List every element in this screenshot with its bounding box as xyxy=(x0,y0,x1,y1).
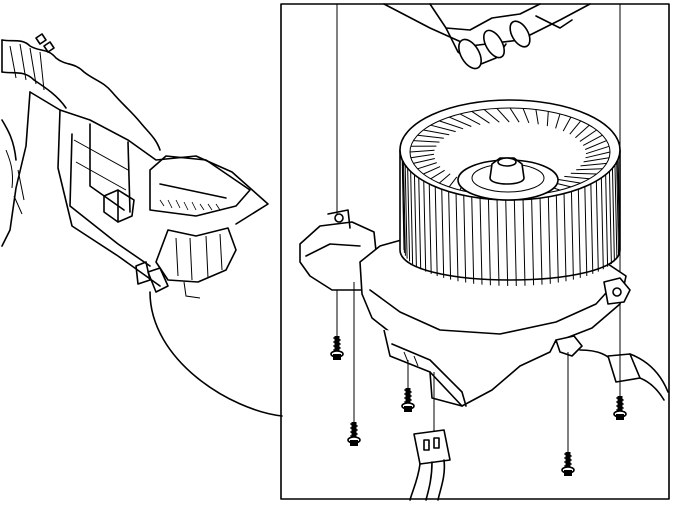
fan-blade xyxy=(402,157,406,256)
fan-blade xyxy=(423,178,427,272)
inner-fan-vane xyxy=(409,149,435,153)
inner-fan-vane xyxy=(582,134,603,146)
fan-blade xyxy=(614,161,618,259)
harness-plug xyxy=(607,353,641,383)
inner-fan-vane xyxy=(459,113,481,126)
fan-blade xyxy=(555,193,559,283)
flange-hole-left xyxy=(334,213,344,223)
fan-blade xyxy=(407,165,411,262)
inner-fan-vane xyxy=(417,162,437,170)
inner-fan-vane xyxy=(423,166,441,175)
wiring-harness xyxy=(579,349,669,401)
inner-fan-vane xyxy=(522,108,530,124)
flange-hole-right xyxy=(612,287,622,297)
fan-blade xyxy=(513,197,517,287)
mounting-screw xyxy=(401,360,415,412)
inner-fan-vane xyxy=(430,169,445,180)
fan-blade xyxy=(418,175,422,270)
fan-blade xyxy=(570,189,574,280)
electrical-connector xyxy=(409,372,451,501)
fan-blade xyxy=(487,196,491,286)
mounting-screws xyxy=(330,282,627,476)
inner-fan-vane xyxy=(556,178,581,184)
connector-tab xyxy=(555,335,583,357)
mounting-screw xyxy=(347,282,361,446)
inner-fan-vane xyxy=(483,109,500,123)
fan-blade xyxy=(611,165,615,262)
fan-blade xyxy=(531,196,535,286)
inner-fan-vane xyxy=(448,116,472,127)
fan-blade xyxy=(563,191,567,282)
fan-blade xyxy=(616,157,620,256)
inner-fan-vane xyxy=(579,129,597,142)
blower-fan-wheel xyxy=(399,99,621,287)
inner-fan-vane xyxy=(417,134,444,139)
fan-blade xyxy=(455,191,459,282)
fan-blade xyxy=(404,161,408,259)
inner-fan-vane xyxy=(471,110,490,124)
inner-fan-vane xyxy=(575,124,590,139)
fan-blade xyxy=(584,184,588,277)
upper-housing-fragment xyxy=(383,3,591,70)
detail-frame xyxy=(280,3,670,500)
fan-blade xyxy=(595,178,599,272)
inner-fan-vane xyxy=(576,168,603,171)
inner-fan-vane xyxy=(430,124,456,133)
inner-fan-vane xyxy=(555,113,561,129)
inner-fan-vane xyxy=(410,153,435,159)
fan-blade xyxy=(401,153,405,253)
inner-fan-vane xyxy=(509,107,520,123)
inner-fan-vane xyxy=(535,109,539,125)
callout-leader xyxy=(149,291,283,417)
mounting-screw xyxy=(330,290,344,360)
inner-fan-vane xyxy=(546,111,549,127)
fan-blade xyxy=(605,172,609,267)
inner-fan-vane xyxy=(564,175,590,180)
inner-fan-vane xyxy=(413,158,435,164)
inner-fan-vane xyxy=(423,129,450,136)
inner-fan-vane xyxy=(585,140,607,150)
fan-blade xyxy=(463,193,467,283)
fan-blade xyxy=(479,196,483,285)
inner-fan-vane xyxy=(583,157,610,163)
blower-motor-assembly xyxy=(299,99,631,407)
fan-blade xyxy=(434,184,438,277)
mounting-screw xyxy=(613,302,627,420)
fan-blade xyxy=(428,181,432,274)
inner-fan-vane xyxy=(439,120,464,130)
inner-fan-vane xyxy=(496,108,510,123)
fan-blade xyxy=(505,197,509,287)
fan-blade xyxy=(471,194,475,284)
inner-fan-vane xyxy=(413,140,440,143)
fan-blade xyxy=(410,168,414,265)
fan-blade xyxy=(496,197,500,286)
fan-blade xyxy=(547,194,551,284)
motor-housing xyxy=(383,329,557,407)
inner-fan-vane xyxy=(562,116,572,132)
inner-fan-vane xyxy=(585,145,610,155)
fan-blade xyxy=(539,196,543,285)
inner-fan-vane xyxy=(448,176,458,188)
mounting-screw xyxy=(561,352,575,476)
fan-blade xyxy=(441,187,445,278)
inner-fan-vane xyxy=(569,120,582,135)
inner-fan-vane xyxy=(438,173,451,184)
fan-blade xyxy=(608,168,612,265)
hvac-housing xyxy=(1,33,269,299)
inner-fan-vane xyxy=(585,151,611,159)
fan-blade xyxy=(617,149,621,251)
inner-fan-vane xyxy=(580,162,607,167)
fan-blade xyxy=(413,172,417,267)
fan-blade xyxy=(522,197,526,286)
fan-blade xyxy=(577,187,581,278)
fan-blade xyxy=(590,181,594,274)
fan-blade xyxy=(448,189,452,280)
inner-fan-vane xyxy=(570,172,597,175)
fan-blade xyxy=(600,175,604,270)
